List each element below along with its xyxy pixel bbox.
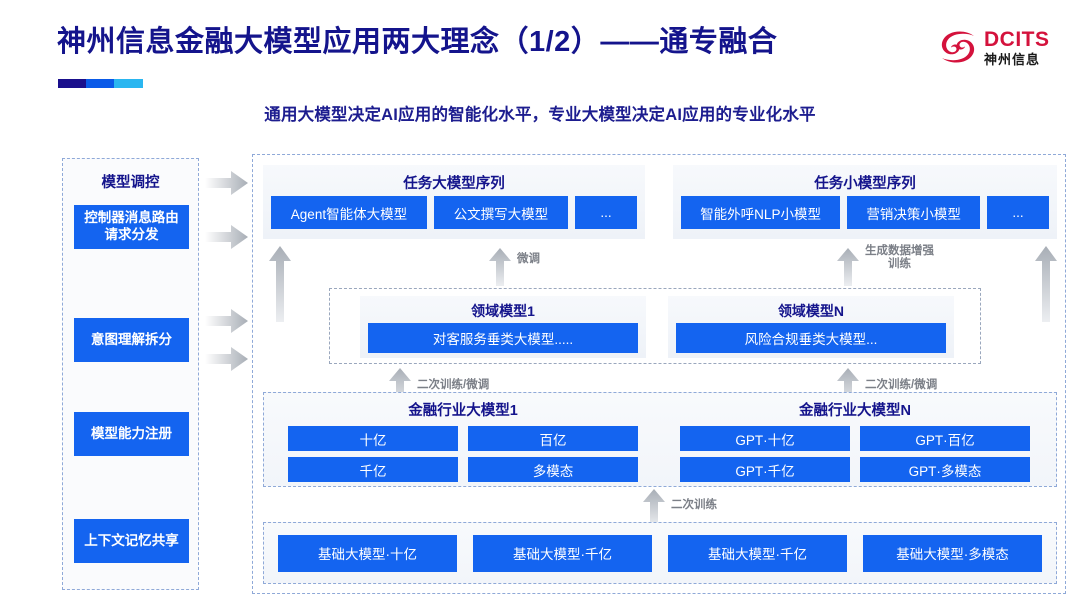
accent-bar <box>58 79 143 88</box>
control-item-intent[interactable]: 意图理解拆分 <box>74 318 189 362</box>
industry-n-cell-3[interactable]: GPT·千亿 <box>680 457 850 482</box>
chip-marketing-model[interactable]: 营销决策小模型 <box>847 196 981 229</box>
flow-arrow-up-outer-right <box>1035 246 1057 322</box>
flow-arrow-right-2 <box>205 225 248 249</box>
domain-model-1-chip[interactable]: 对客服务垂类大模型..... <box>368 323 638 353</box>
base-model-group: 基础大模型·十亿 基础大模型·千亿 基础大模型·千亿 基础大模型·多模态 <box>263 522 1057 584</box>
dcits-swirl-icon <box>938 27 978 67</box>
chip-more-small[interactable]: ... <box>987 196 1050 229</box>
industry-1-cell-4[interactable]: 多模态 <box>468 457 638 482</box>
task-large-model-chip-row: Agent智能体大模型 公文撰写大模型 ... <box>271 196 637 229</box>
industry-model-1-title: 金融行业大模型1 <box>408 403 518 419</box>
chip-agent-model[interactable]: Agent智能体大模型 <box>271 196 427 229</box>
flow-arrow-up-retrain-right <box>837 368 859 406</box>
flow-arrow-up-outer-left <box>269 246 291 322</box>
flow-arrow-up-data-aug <box>837 248 859 286</box>
control-item-router[interactable]: 控制器消息路由请求分发 <box>74 205 189 249</box>
logo-text: DCITS 神州信息 <box>984 29 1050 66</box>
domain-model-1-title: 领域模型1 <box>471 303 535 319</box>
domain-model-1: 领域模型1 对客服务垂类大模型..... <box>360 296 646 358</box>
flow-label-retrain-finetune-right: 二次训练/微调 <box>865 379 938 391</box>
logo-en-label: DCITS <box>984 27 1050 51</box>
control-item-registry[interactable]: 模型能力注册 <box>74 412 189 456</box>
model-control-panel: 模型调控 控制器消息路由请求分发 意图理解拆分 模型能力注册 上下文记忆共享 <box>62 158 199 590</box>
flow-arrow-up-retrain-left <box>389 368 411 406</box>
base-model-2[interactable]: 基础大模型·千亿 <box>473 534 652 572</box>
page-title: 神州信息金融大模型应用两大理念（1/2）——通专融合 <box>57 26 778 58</box>
industry-model-n-title: 金融行业大模型N <box>799 403 911 419</box>
accent-segment-1 <box>58 79 87 88</box>
domain-model-group: 领域模型1 对客服务垂类大模型..... 领域模型N 风险合规垂类大模型... <box>329 288 981 364</box>
base-model-3[interactable]: 基础大模型·千亿 <box>668 534 847 572</box>
industry-n-cell-4[interactable]: GPT·多模态 <box>860 457 1030 482</box>
industry-model-n: 金融行业大模型N GPT·十亿 GPT·百亿 GPT·千亿 GPT·多模态 <box>670 399 1040 482</box>
task-small-model-sequence-title: 任务小模型序列 <box>814 176 916 192</box>
industry-model-1: 金融行业大模型1 十亿 百亿 千亿 多模态 <box>278 399 648 482</box>
task-small-model-chip-row: 智能外呼NLP小模型 营销决策小模型 ... <box>681 196 1050 229</box>
industry-model-n-grid: GPT·十亿 GPT·百亿 GPT·千亿 GPT·多模态 <box>670 426 1040 482</box>
flow-arrow-right-3 <box>205 309 248 333</box>
flow-label-finetune: 微调 <box>517 253 540 265</box>
domain-model-n-title: 领域模型N <box>777 303 845 319</box>
flow-label-retrain: 二次训练 <box>671 499 717 511</box>
industry-1-cell-1[interactable]: 十亿 <box>288 426 458 451</box>
flow-arrow-right-1 <box>205 171 248 195</box>
flow-label-retrain-finetune-left: 二次训练/微调 <box>417 379 490 391</box>
model-stack-panel: 任务大模型序列 Agent智能体大模型 公文撰写大模型 ... 任务小模型序列 … <box>252 154 1066 594</box>
base-model-4[interactable]: 基础大模型·多模态 <box>863 534 1042 572</box>
flow-arrow-up-retrain-base <box>643 489 665 527</box>
control-panel-title: 模型调控 <box>101 175 160 191</box>
flow-arrow-up-finetune <box>489 248 511 286</box>
chip-nlp-outbound-model[interactable]: 智能外呼NLP小模型 <box>681 196 841 229</box>
domain-model-n: 领域模型N 风险合规垂类大模型... <box>668 296 954 358</box>
base-model-1[interactable]: 基础大模型·十亿 <box>278 534 457 572</box>
task-large-model-sequence: 任务大模型序列 Agent智能体大模型 公文撰写大模型 ... <box>263 165 645 239</box>
page-subtitle: 通用大模型决定AI应用的智能化水平，专业大模型决定AI应用的专业化水平 <box>264 106 816 124</box>
flow-arrow-right-4 <box>205 347 248 371</box>
control-item-context[interactable]: 上下文记忆共享 <box>74 519 189 563</box>
chip-more-large[interactable]: ... <box>575 196 637 229</box>
company-logo: DCITS 神州信息 <box>938 18 1068 76</box>
accent-segment-2 <box>86 79 115 88</box>
task-large-model-sequence-title: 任务大模型序列 <box>403 176 505 192</box>
industry-model-group: 金融行业大模型1 十亿 百亿 千亿 多模态 金融行业大模型N GPT·十亿 GP… <box>263 392 1057 487</box>
chip-document-model[interactable]: 公文撰写大模型 <box>433 196 568 229</box>
logo-cn-label: 神州信息 <box>984 51 1041 67</box>
architecture-diagram: 模型调控 控制器消息路由请求分发 意图理解拆分 模型能力注册 上下文记忆共享 任… <box>0 148 1080 600</box>
industry-1-cell-2[interactable]: 百亿 <box>468 426 638 451</box>
accent-segment-3 <box>114 79 143 88</box>
industry-model-1-grid: 十亿 百亿 千亿 多模态 <box>278 426 648 482</box>
task-small-model-sequence: 任务小模型序列 智能外呼NLP小模型 营销决策小模型 ... <box>673 165 1057 239</box>
industry-n-cell-2[interactable]: GPT·百亿 <box>860 426 1030 451</box>
flow-label-data-augmentation: 生成数据增强 训练 <box>865 245 934 271</box>
industry-n-cell-1[interactable]: GPT·十亿 <box>680 426 850 451</box>
industry-1-cell-3[interactable]: 千亿 <box>288 457 458 482</box>
domain-model-n-chip[interactable]: 风险合规垂类大模型... <box>676 323 946 353</box>
